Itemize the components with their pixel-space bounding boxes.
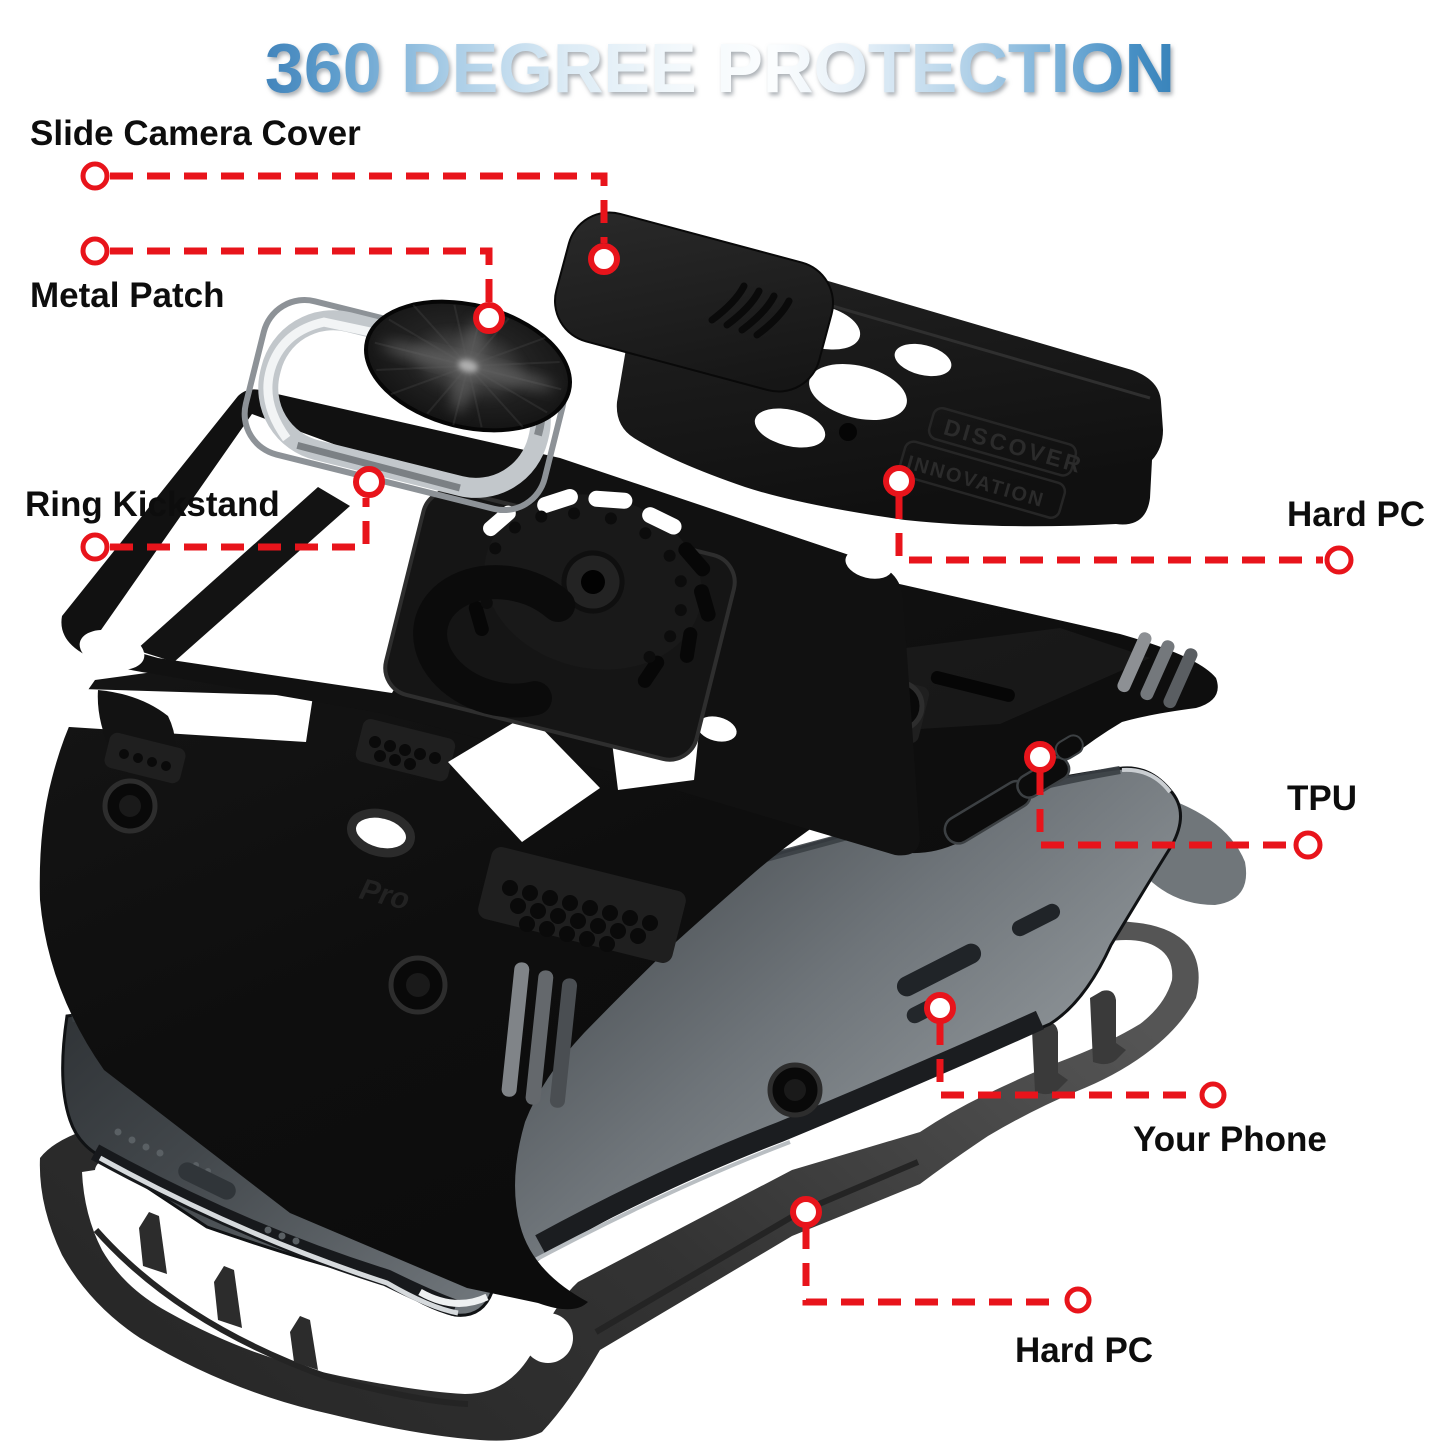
svg-text:360 DEGREE PROTECTION: 360 DEGREE PROTECTION [265,29,1175,107]
svg-text:Hard PC: Hard PC [1287,495,1425,534]
svg-text:Slide Camera Cover: Slide Camera Cover [30,114,361,153]
svg-text:TPU: TPU [1287,779,1357,818]
svg-text:Hard PC: Hard PC [1015,1331,1153,1370]
svg-text:Ring Kickstand: Ring Kickstand [25,485,280,524]
svg-text:Your Phone: Your Phone [1133,1120,1327,1159]
svg-text:Metal Patch: Metal Patch [30,276,225,315]
